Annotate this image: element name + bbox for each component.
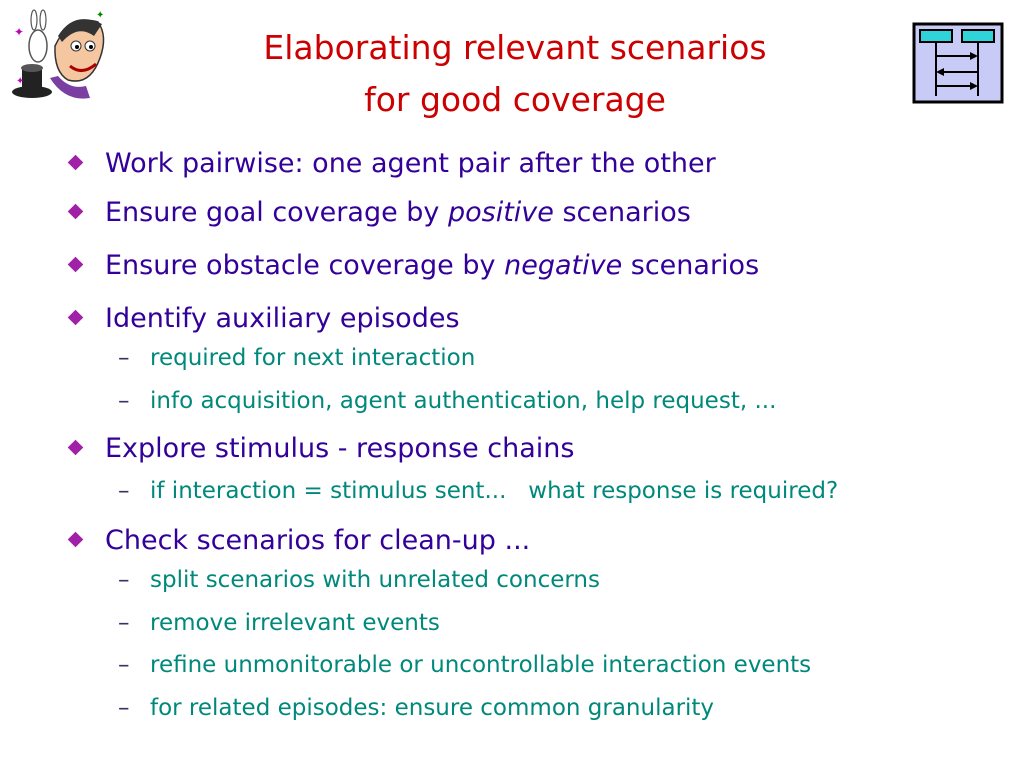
diamond-bullet-icon [67, 531, 84, 548]
sequence-diagram-icon [912, 22, 1004, 104]
sub-text: info acquisition, agent authentication, … [150, 388, 777, 414]
magician-cartoon-icon: ✦ ✦ ✦ [12, 9, 104, 99]
sub-text: required for next interaction [150, 345, 476, 371]
diamond-bullet-icon [67, 439, 84, 456]
sub-item: – remove irrelevant events [118, 610, 440, 636]
svg-text:✦: ✦ [14, 25, 24, 39]
svg-text:✦: ✦ [96, 10, 104, 21]
bullet-item: Ensure obstacle coverage by negative sce… [67, 250, 760, 281]
sub-text: refine unmonitorable or uncontrollable i… [150, 652, 812, 678]
dash-marker: – [118, 652, 130, 678]
bullet-text: Check scenarios for clean-up ... [105, 525, 531, 556]
diamond-bullet-icon [67, 309, 84, 326]
svg-text:✦: ✦ [16, 76, 24, 87]
sub-item: – required for next interaction [118, 345, 475, 371]
dash-marker: – [118, 567, 130, 593]
dash-marker: – [118, 388, 130, 414]
sub-item: – for related episodes: ensure common gr… [118, 695, 714, 721]
bullet-text: Explore stimulus - response chains [105, 433, 575, 464]
sub-text: for related episodes: ensure common gran… [150, 695, 715, 721]
title-line-2: for good coverage [364, 80, 666, 119]
bullet-item: Ensure goal coverage by positive scenari… [67, 197, 691, 228]
bullet-item: Check scenarios for clean-up ... [67, 525, 531, 556]
bullet-text: Work pairwise: one agent pair after the … [105, 148, 716, 179]
bullet-item: Work pairwise: one agent pair after the … [67, 148, 716, 179]
dash-marker: – [118, 478, 130, 504]
bullet-item: Identify auxiliary episodes [67, 303, 460, 334]
dash-marker: – [118, 695, 130, 721]
diamond-bullet-icon [67, 256, 84, 273]
sub-item: – split scenarios with unrelated concern… [118, 567, 600, 593]
dash-marker: – [118, 345, 130, 371]
sub-item: – refine unmonitorable or uncontrollable… [118, 652, 811, 678]
sub-text: split scenarios with unrelated concerns [150, 567, 600, 593]
diamond-bullet-icon [67, 154, 84, 171]
diamond-bullet-icon [67, 203, 84, 220]
slide-title: Elaborating relevant scenarios for good … [170, 22, 860, 126]
dash-marker: – [118, 610, 130, 636]
sub-item: – info acquisition, agent authentication… [118, 388, 776, 414]
bullet-text: Identify auxiliary episodes [105, 303, 460, 334]
sub-text: if interaction = stimulus sent... what r… [150, 478, 839, 504]
bullet-text: Ensure goal coverage by positive scenari… [105, 197, 691, 228]
bullet-text: Ensure obstacle coverage by negative sce… [105, 250, 760, 281]
title-line-1: Elaborating relevant scenarios [263, 28, 767, 67]
sub-text: remove irrelevant events [150, 610, 440, 636]
bullet-item: Explore stimulus - response chains [67, 433, 575, 464]
sub-item: – if interaction = stimulus sent... what… [118, 478, 838, 504]
